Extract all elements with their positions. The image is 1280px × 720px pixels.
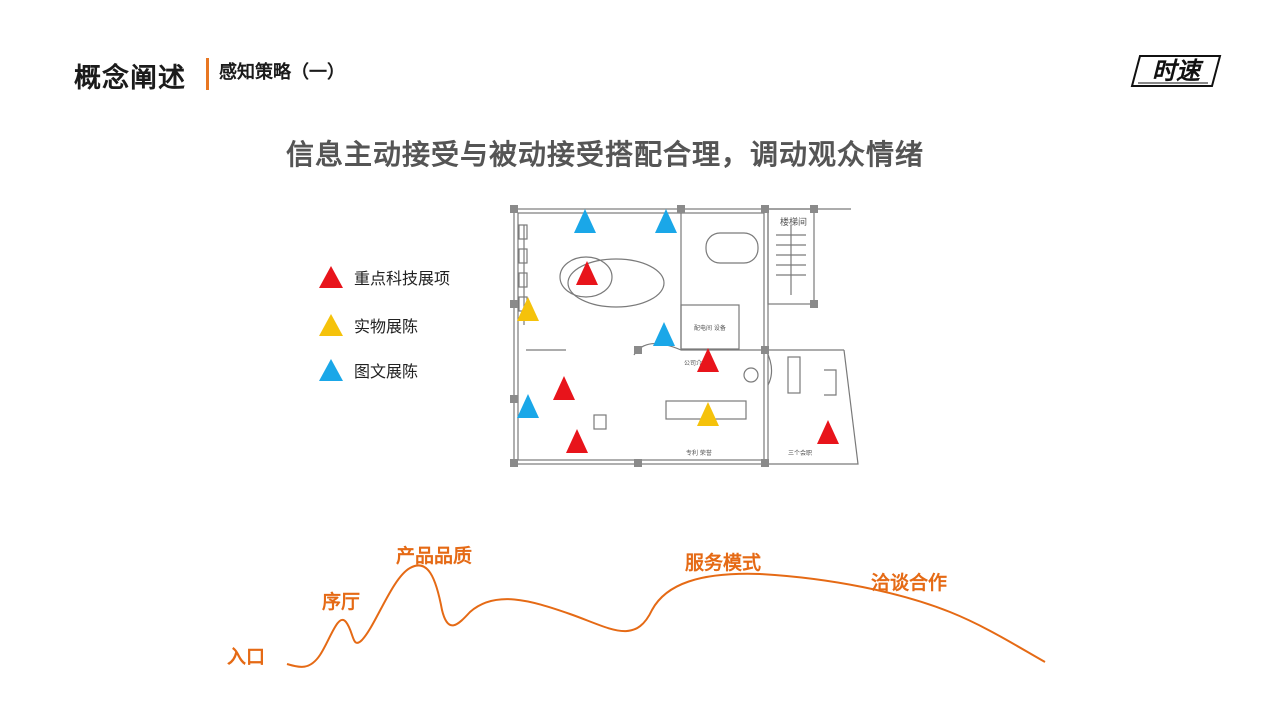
- graphic-marker: [653, 322, 675, 346]
- svg-text:公司介绍: 公司介绍: [684, 359, 708, 367]
- key-tech-marker: [553, 376, 575, 400]
- graphic-marker: [574, 209, 596, 233]
- graphic-marker: [517, 394, 539, 418]
- svg-text:时速: 时速: [1152, 57, 1204, 85]
- stage-product-quality: 产品品质: [396, 545, 473, 567]
- stage-cooperation: 洽谈合作: [871, 572, 948, 594]
- svg-text:三个会职: 三个会职: [788, 449, 812, 457]
- svg-text:楼梯间: 楼梯间: [780, 216, 807, 228]
- key-tech-marker: [817, 420, 839, 444]
- legend-item-key-tech: 重点科技展项: [318, 265, 450, 289]
- legend-label: 重点科技展项: [354, 269, 451, 288]
- page-title: 概念阐述: [74, 63, 186, 94]
- stage-entrance: 入口: [227, 646, 266, 668]
- title-divider: [206, 58, 209, 90]
- yellow-triangle-icon: [319, 314, 343, 336]
- headline: 信息主动接受与被动接受搭配合理，调动观众情绪: [285, 138, 924, 171]
- brand-logo: 时速: [1130, 55, 1222, 87]
- floor-plan: 楼梯间 公司介绍 专利 荣誉 三个会职 配电间 设备: [510, 205, 859, 467]
- svg-text:配电间 设备: 配电间 设备: [694, 324, 726, 332]
- stage-service-model: 服务模式: [685, 552, 762, 574]
- legend-item-graphic: 图文展陈: [318, 358, 418, 382]
- stage-lobby: 序厅: [322, 591, 361, 613]
- blue-triangle-icon: [319, 359, 343, 381]
- legend-label: 实物展陈: [354, 317, 419, 336]
- legend-label: 图文展陈: [354, 362, 419, 381]
- page-subtitle: 感知策略（一）: [219, 62, 345, 83]
- red-triangle-icon: [319, 266, 343, 288]
- key-tech-marker: [566, 429, 588, 453]
- physical-marker: [517, 297, 539, 321]
- legend-item-physical: 实物展陈: [318, 313, 418, 337]
- key-tech-marker: [697, 348, 719, 372]
- svg-text:专利 荣誉: 专利 荣誉: [686, 449, 712, 457]
- key-tech-marker: [576, 261, 598, 285]
- graphic-marker: [655, 209, 677, 233]
- physical-marker: [697, 402, 719, 426]
